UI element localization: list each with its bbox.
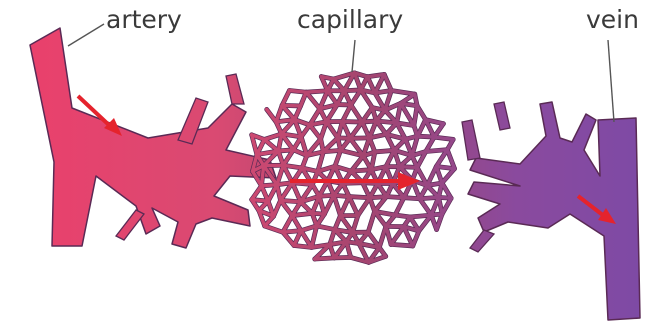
capillary-segment [358,198,370,216]
capillary-segment [252,186,262,200]
capillary-segment [418,136,435,137]
capillary-segment [436,166,454,168]
vein-vessel [462,102,640,320]
capillary-segment [277,185,281,201]
capillary-segment [306,91,327,92]
vein-leader-line [608,40,614,122]
capillary-segment [283,232,294,245]
capillary-segment [292,216,301,231]
capillary-segment [351,170,371,171]
capillary-segment [442,198,451,214]
capillary-segment [434,137,453,139]
capillary-network [252,73,455,262]
capillary-segment [391,227,404,245]
capillary-leader-line [352,40,355,72]
capillary-segment [264,139,278,151]
capillary-segment [310,125,321,139]
capillary-segment [434,124,443,137]
artery-leader-line [68,24,104,46]
capillary-label: capillary [297,5,403,34]
capillary-segment [289,90,306,92]
capillary-segment [334,195,349,196]
capillary-segment [342,122,362,123]
capillary-segment [395,215,410,217]
artery-label: artery [106,5,182,34]
vein-label: vein [586,5,639,34]
capillary-segment [420,199,432,215]
capillary-segment [375,150,394,152]
capillary-segment [404,198,420,199]
capillary-segment [261,166,263,186]
capillary-segment [282,105,300,106]
capillary-segment [426,150,448,152]
capillary-segment [340,197,349,216]
capillary-segment [391,244,413,246]
capillary-segment [327,122,338,138]
capillary-segment [394,139,405,150]
capillary-segment [349,197,370,198]
capillary-segment [302,155,307,167]
capillary-segment [306,92,320,109]
capillary-segment [386,197,403,198]
artery-vessel [30,28,276,248]
capillary-segment [442,169,455,183]
capillary-segment [283,231,301,233]
capillary-segment [267,109,276,121]
capillary-segment [301,125,310,137]
capillary-segment [342,105,351,122]
capillary-segment [420,197,439,198]
capillary-segment [315,258,335,259]
capillary-segment [391,90,414,94]
capillary-segment [317,226,335,230]
capillary-segment [418,120,426,137]
capillary-segment [395,198,404,215]
